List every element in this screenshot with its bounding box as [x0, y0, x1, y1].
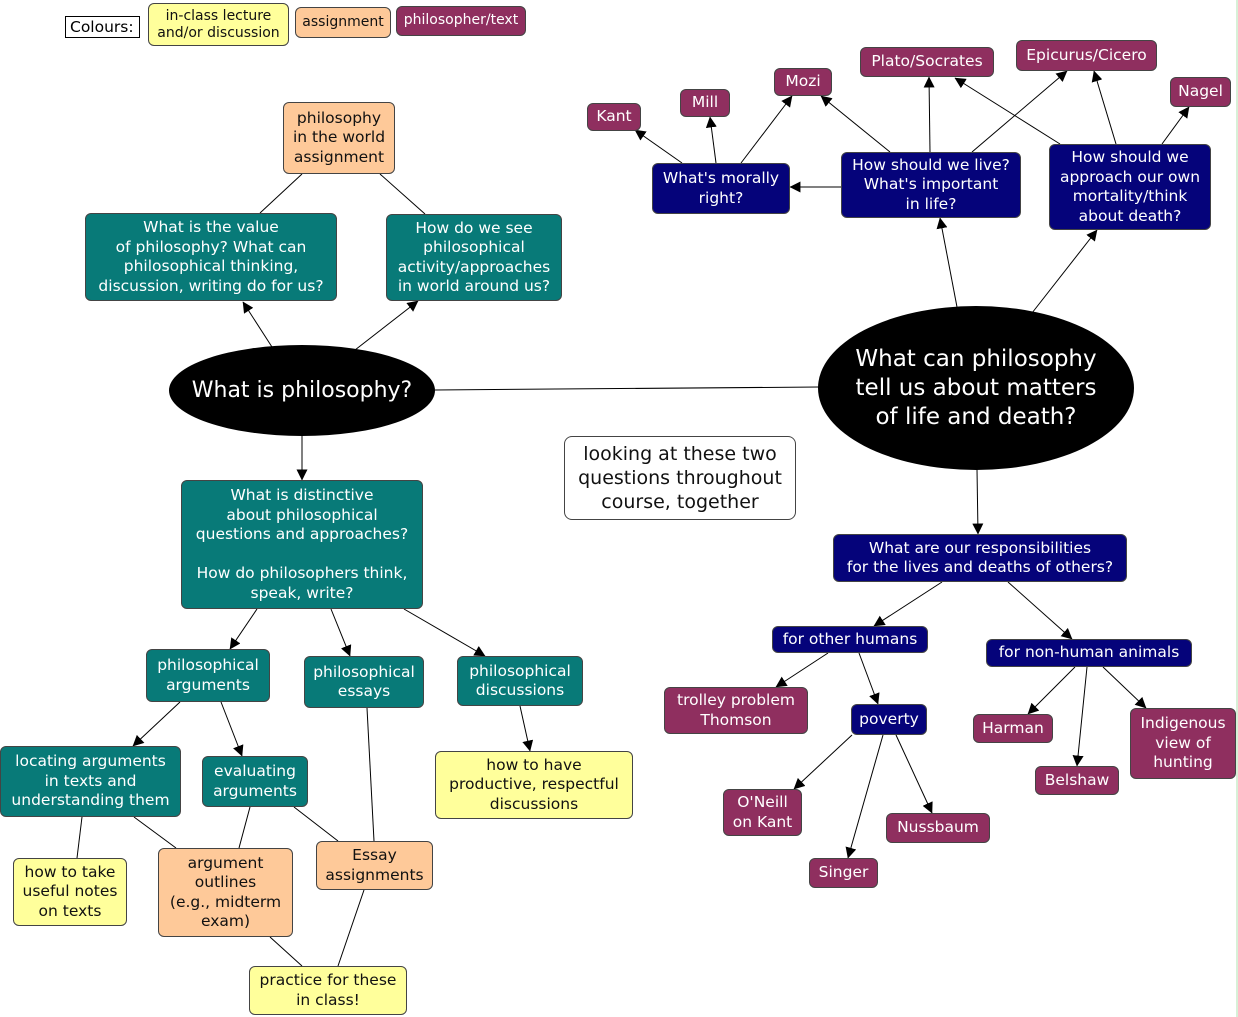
node-harman: Harman [973, 714, 1053, 743]
node-plato-socrates: Plato/Socrates [860, 47, 994, 77]
edge-arrow [971, 70, 1068, 153]
edge-arrow [954, 77, 1061, 145]
edge-line [293, 806, 339, 842]
node-philosophical-essays: philosophical essays [304, 656, 424, 708]
edge-arrow [705, 116, 717, 164]
node-philosophical-arguments: philosophical arguments [146, 649, 270, 702]
node-trolley-problem: trolley problem Thomson [664, 687, 808, 734]
node-nussbaum: Nussbaum [886, 813, 990, 843]
node-what-is-philosophy: What is philosophy? [169, 345, 435, 436]
node-other-humans: for other humans [772, 626, 928, 653]
edge-arrow [858, 652, 880, 705]
edge-arrow [330, 608, 352, 657]
edge-line [337, 889, 365, 967]
edge-arrow [923, 76, 935, 153]
node-see-in-world: How do we see philosophical activity/app… [386, 214, 562, 301]
edge-arrow [354, 300, 419, 351]
edge-strip [1236, 0, 1238, 1017]
edge-line [269, 936, 303, 967]
edge-arrow [740, 95, 793, 164]
edge-line [76, 816, 83, 859]
edge-arrow [775, 652, 829, 688]
edge-arrow [936, 217, 958, 308]
edge-line [238, 806, 251, 849]
node-poverty: poverty [851, 704, 927, 735]
node-mozi: Mozi [774, 68, 832, 96]
node-life-and-death: What can philosophy tell us about matter… [818, 306, 1134, 470]
node-philosophical-discussions: philosophical discussions [457, 656, 583, 706]
edge-arrow [403, 608, 486, 657]
node-oneill-on-kant: O'Neill on Kant [723, 789, 802, 836]
node-locating-arguments: locating arguments in texts and understa… [0, 746, 181, 817]
node-belshaw: Belshaw [1035, 766, 1119, 795]
node-singer: Singer [809, 858, 878, 888]
node-nagel: Nagel [1170, 77, 1231, 107]
node-non-human-animals: for non-human animals [986, 639, 1192, 667]
edge-arrow [132, 701, 181, 747]
node-value-of-philosophy: What is the value of philosophy? What ca… [85, 213, 337, 301]
node-argument-outlines: argument outlines (e.g., midterm exam) [158, 848, 293, 937]
node-productive-discussions: how to have productive, respectful discu… [435, 751, 633, 819]
node-distinctive: What is distinctive about philosophical … [181, 480, 423, 609]
edge-line [379, 173, 426, 215]
edge-arrow [793, 734, 853, 790]
node-responsibilities: What are our responsibilities for the li… [833, 534, 1127, 582]
node-epicurus-cicero: Epicurus/Cicero [1016, 40, 1157, 71]
edge-arrow [873, 581, 943, 627]
node-kant: Kant [587, 103, 641, 131]
node-essay-assignments: Essay assignments [316, 841, 433, 890]
node-practice: practice for these in class! [249, 966, 407, 1015]
legend-lecture: in-class lecture and/or discussion [148, 3, 289, 46]
edge-line [434, 386, 820, 391]
edge-arrow [229, 608, 258, 650]
node-world-assignment: philosophy in the world assignment [283, 102, 395, 174]
edge-arrow [1031, 229, 1098, 314]
node-evaluating-arguments: evaluating arguments [202, 756, 308, 807]
node-how-live: How should we live? What's important in … [841, 152, 1021, 218]
edge-line [259, 173, 303, 214]
edge-arrow [519, 705, 534, 752]
edge-arrow [845, 734, 884, 859]
edge-line [366, 707, 375, 842]
edge-arrow [1161, 106, 1190, 145]
edge-arrow [634, 129, 683, 164]
edge-arrow [1007, 581, 1073, 640]
legend-assignment: assignment [295, 7, 391, 38]
edge-arrow [220, 701, 244, 757]
edge-arrow [895, 734, 933, 814]
node-useful-notes: how to take useful notes on texts [13, 858, 127, 926]
edge-arrow [1072, 666, 1088, 767]
node-mortality: How should we approach our own mortality… [1049, 144, 1211, 230]
edge-arrow [1102, 666, 1147, 709]
edge-arrow [242, 301, 273, 348]
node-mill: Mill [680, 89, 730, 117]
legend-philosopher: philosopher/text [396, 6, 526, 36]
note-looking-at-questions: looking at these two questions throughou… [564, 436, 796, 520]
edge-arrow [972, 468, 984, 535]
node-morally-right: What's morally right? [652, 163, 790, 214]
edge-line [133, 816, 177, 849]
edge-arrow [1091, 70, 1117, 145]
legend-title: Colours: [65, 16, 140, 38]
node-indigenous-hunting: Indigenous view of hunting [1130, 708, 1236, 779]
edge-arrow [820, 95, 891, 153]
edge-arrow [1027, 666, 1076, 715]
